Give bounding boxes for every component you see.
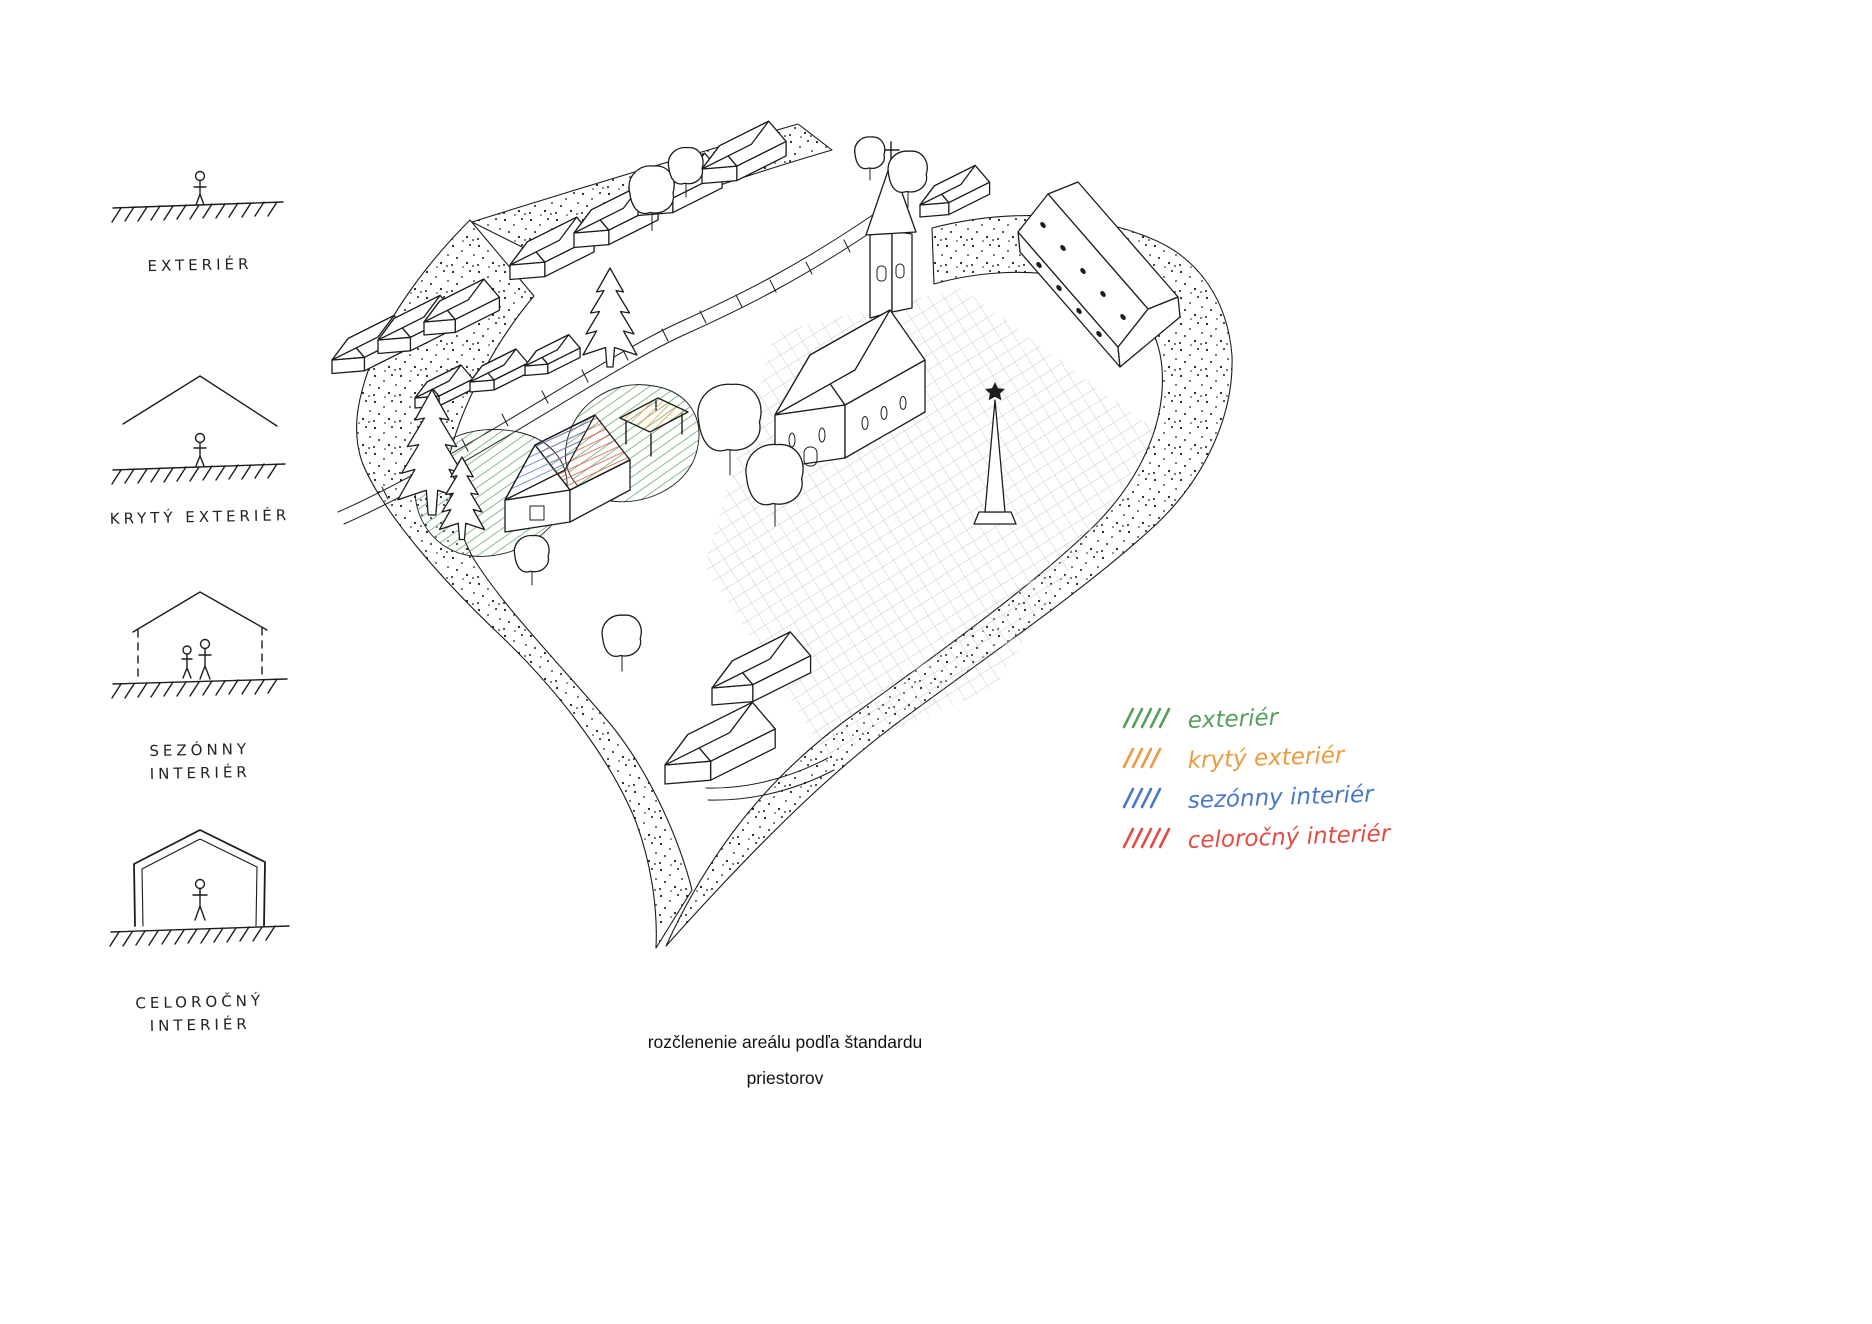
legend-celorocny-interier-label: CELOROČNÝ INTERIÉR: [135, 991, 265, 1036]
house: [919, 164, 991, 218]
legend-exterier: EXTERIÉR: [92, 150, 308, 277]
deciduous-tree: [513, 534, 550, 586]
houses-south: [663, 630, 812, 786]
site-plan-sketch: [331, 120, 1233, 949]
hatch-ticks-orange: [1122, 747, 1162, 769]
footpath-lines: [705, 757, 835, 801]
legend-exterier-label: EXTERIÉR: [147, 254, 253, 276]
seasonal-house-colored: [504, 414, 631, 533]
caption-line-1: rozčlenenie areálu podľa štandardu: [647, 1032, 923, 1052]
exterier-sketch: [111, 170, 284, 223]
color-legend: exteriér krytý exteriér sezónny interiér: [1118, 700, 1448, 860]
church: [774, 141, 926, 469]
color-legend-row-sezonny-interier: sezónny interiér: [1118, 780, 1448, 820]
hatch-ticks-red: [1122, 827, 1171, 849]
manor-windows: [1036, 222, 1126, 337]
church-spire: [865, 161, 917, 236]
legend-celorocny-interier: CELOROČNÝ INTERIÉR: [92, 822, 308, 1037]
hatch-ticks-blue: [1122, 787, 1162, 809]
manor-building: [1017, 181, 1181, 368]
color-legend-label: krytý exteriér: [1187, 743, 1346, 774]
legend-kryty-exterier-label: KRYTÝ EXTERIÉR: [109, 506, 291, 528]
house: [701, 120, 788, 185]
covered-picnic-table: [619, 397, 689, 457]
hatch-ticks-green: [1122, 707, 1171, 729]
memorial-obelisk: [973, 382, 1017, 525]
deciduous-tree: [601, 614, 643, 672]
star-icon: [985, 382, 1005, 401]
sezonny-interier-sketch: [111, 591, 288, 699]
deciduous-tree: [854, 136, 886, 181]
caption-line-2: priestorov: [746, 1068, 824, 1088]
color-legend-row-exterier: exteriér: [1118, 700, 1448, 740]
celorocny-interier-sketch: [109, 829, 290, 947]
color-legend-label: sezónny interiér: [1187, 783, 1375, 814]
color-legend-label: exteriér: [1187, 705, 1280, 734]
legend-sezonny-interier-label: SEZÓNNY INTERIÉR: [149, 739, 251, 784]
house: [663, 701, 777, 786]
drawing-caption: rozčlenenie areálu podľa štandardu pries…: [555, 1024, 1015, 1096]
kryty-exterier-sketch: [111, 375, 286, 485]
color-legend-row-celorocny-interier: celoročný interiér: [1118, 820, 1448, 860]
legend-sezonny-interier: SEZÓNNY INTERIÉR: [92, 580, 308, 785]
conifer-tree: [582, 267, 638, 368]
house: [524, 334, 581, 377]
legend-kryty-exterier: KRYTÝ EXTERIÉR: [92, 362, 308, 529]
color-legend-row-kryty-exterier: krytý exteriér: [1118, 740, 1448, 780]
color-legend-label: celoročný interiér: [1187, 823, 1392, 854]
